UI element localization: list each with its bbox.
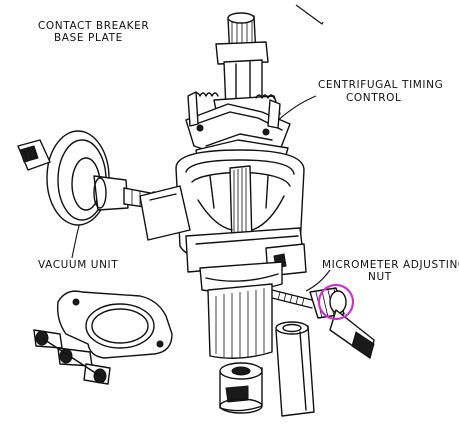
label-micrometer-line1: MICROMETER ADJUSTING: [322, 259, 459, 271]
micrometer-adjusting-nut: [271, 287, 375, 359]
label-centrifugal-line2: CONTROL: [346, 92, 401, 104]
label-vacuum-unit: VACUUM UNIT: [38, 259, 118, 271]
clamp-plate: [33, 290, 173, 385]
label-micrometer-line2: NUT: [368, 271, 392, 283]
label-contact-breaker-line1: CONTACT BREAKER: [38, 20, 149, 32]
highlight-circle: [317, 283, 355, 321]
label-contact-breaker-line2: BASE PLATE: [54, 32, 123, 44]
label-centrifugal-line1: CENTRIFUGAL TIMING: [318, 79, 443, 91]
vacuum-unit: [17, 130, 175, 226]
distributor-body: [139, 149, 307, 359]
drive-tube: [275, 321, 315, 417]
drive-bush: [219, 362, 263, 414]
